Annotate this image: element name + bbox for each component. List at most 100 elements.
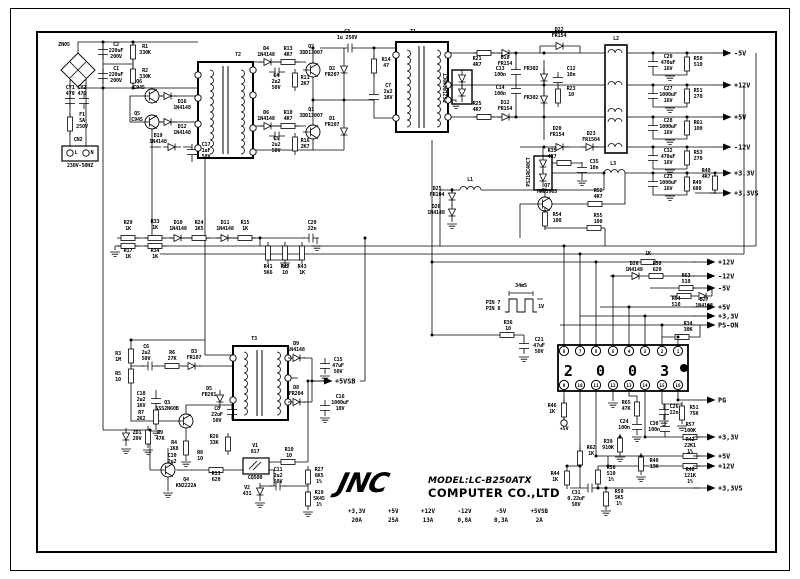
capacitor-symbol xyxy=(648,88,658,104)
junction-dot xyxy=(131,40,135,44)
rail-arrow-icon xyxy=(707,303,716,311)
junction-dot xyxy=(342,98,346,102)
resistor-symbol xyxy=(648,273,664,279)
ground-symbol xyxy=(665,195,675,201)
diode-symbol xyxy=(501,48,510,58)
ic-pin xyxy=(607,379,619,391)
wires-standby xyxy=(102,88,324,491)
resistor-symbol xyxy=(130,68,136,84)
ground-symbol xyxy=(163,492,173,498)
junction-dot xyxy=(643,314,647,318)
ic-pin xyxy=(639,379,651,391)
ic-pin xyxy=(672,379,684,391)
wires-magamp xyxy=(440,173,626,246)
junction-dot xyxy=(311,46,315,50)
rating-rail: +12V xyxy=(421,509,435,515)
rail-label: +12V xyxy=(718,258,734,266)
inner-border xyxy=(36,31,777,553)
pin-circle xyxy=(229,396,237,404)
resistor-symbol xyxy=(237,235,253,241)
resistor-symbol xyxy=(634,401,640,417)
ground-symbol xyxy=(280,262,290,268)
ground-symbol xyxy=(659,420,669,426)
transformer-t2 xyxy=(197,61,254,159)
junction-dot xyxy=(565,464,569,468)
ic-pin xyxy=(558,379,570,391)
diode-symbol xyxy=(339,127,349,136)
optocoupler-v1 xyxy=(242,457,270,475)
junction-dot xyxy=(660,323,664,327)
rail-label: -12V xyxy=(718,272,734,280)
ic-pin xyxy=(590,345,602,357)
ic-pin xyxy=(574,345,586,357)
rail-label: +3,3VS xyxy=(734,189,759,197)
capacitor-symbol xyxy=(577,162,587,178)
ground-symbol xyxy=(665,139,675,145)
capacitor-symbol xyxy=(227,404,237,420)
bridge-rectifier-symbol xyxy=(69,61,87,79)
rating-amps: 0,8A xyxy=(457,517,472,524)
pin-circle xyxy=(66,149,74,157)
transformer-t3 xyxy=(232,345,289,421)
ic-pin-number: 8 xyxy=(563,349,566,355)
rail-label: -5V xyxy=(718,284,730,292)
ground-symbol xyxy=(615,456,625,462)
junction-dot xyxy=(543,188,547,192)
rail-label: +5V xyxy=(734,113,746,121)
pin-circle xyxy=(444,113,452,121)
rail-label: +3,3V xyxy=(718,433,738,441)
rail-arrow-icon xyxy=(707,484,716,492)
resistor-symbol xyxy=(674,334,690,340)
rail-arrow-icon xyxy=(723,49,732,57)
diode-symbol xyxy=(263,57,272,67)
diode-symbol xyxy=(173,233,182,243)
junction-dot xyxy=(651,83,655,87)
pin-circle xyxy=(444,51,452,59)
diode-symbol xyxy=(187,361,196,371)
junction-dot xyxy=(594,454,598,458)
resistor-symbol xyxy=(120,243,136,249)
ic-pin-number: 2 xyxy=(661,349,664,355)
capacitor-symbol xyxy=(648,120,658,136)
pin-circle xyxy=(284,374,292,382)
diode-symbol xyxy=(555,41,564,51)
resistor-symbol xyxy=(191,235,207,241)
junction-dot xyxy=(685,83,689,87)
ic-pin-number: 14 xyxy=(642,383,648,389)
junction-dot xyxy=(611,274,615,278)
diode-symbol xyxy=(585,142,594,152)
resistor-symbol xyxy=(225,436,231,452)
transistor-symbol xyxy=(142,89,158,103)
resistor-symbol xyxy=(476,114,492,120)
rail-label: +3,3V xyxy=(718,312,738,320)
resistor-symbol xyxy=(265,245,271,261)
junction-dot xyxy=(685,145,689,149)
ic-pin xyxy=(623,345,635,357)
ic-pin xyxy=(558,345,570,357)
optocoupler-inner xyxy=(248,460,262,471)
diode-symbol xyxy=(457,74,467,83)
ic-pin xyxy=(607,345,619,357)
capacitor-symbol xyxy=(369,89,379,105)
pin-circle xyxy=(249,91,257,99)
inductor-symbol xyxy=(406,49,411,128)
rail-arrow-icon xyxy=(707,452,716,460)
rail-label: PG xyxy=(718,396,726,404)
wires-control-bus xyxy=(114,53,757,382)
ic-pin xyxy=(656,345,668,357)
junction-dot xyxy=(643,435,647,439)
resistor-symbol xyxy=(130,44,136,60)
diode-symbol xyxy=(538,173,548,182)
diode-symbol xyxy=(501,112,510,122)
capacitor-symbol xyxy=(98,44,108,60)
capacitor-symbol xyxy=(142,361,158,371)
junction-dot xyxy=(542,145,546,149)
junction-dot xyxy=(594,260,598,264)
ground-symbol xyxy=(151,430,161,436)
ic-pin-number: 15 xyxy=(659,383,665,389)
inductor-symbol xyxy=(240,69,245,155)
junction-dot xyxy=(685,51,689,55)
ground-symbol xyxy=(181,461,191,467)
